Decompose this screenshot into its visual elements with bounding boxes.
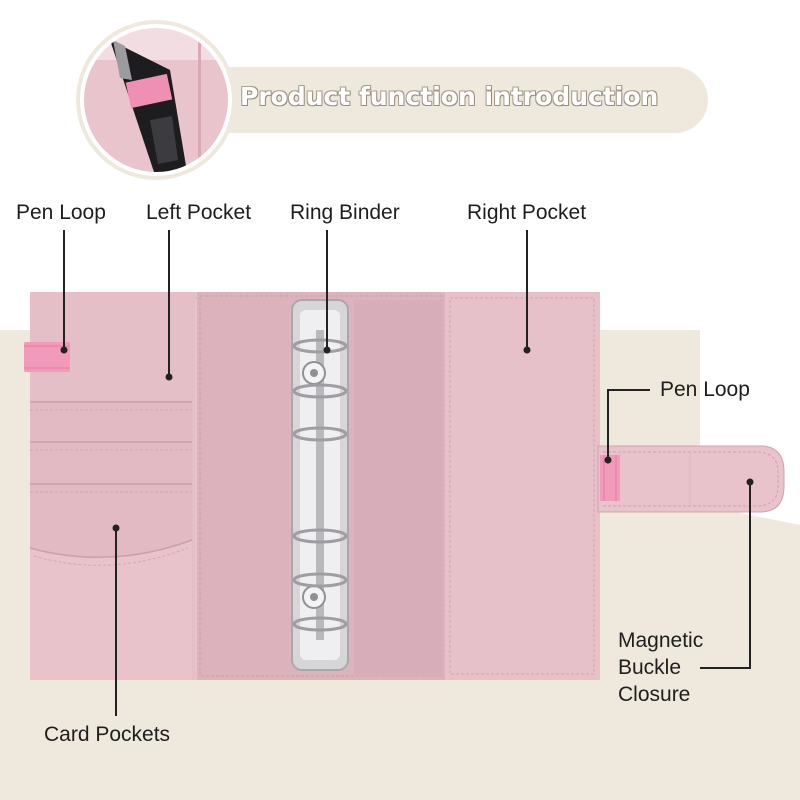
- title-banner: [110, 67, 708, 133]
- magnetic-buckle-strap: [597, 445, 785, 513]
- label-pen-loop-right: Pen Loop: [660, 378, 750, 401]
- inset-circle-border: [80, 24, 232, 176]
- callout-dots: [60, 346, 754, 532]
- label-card-pockets: Card Pockets: [44, 723, 171, 746]
- background-beige-left: [0, 330, 30, 800]
- label-ring-binder: Ring Binder: [290, 201, 400, 224]
- label-pen-loop-left: Pen Loop: [16, 201, 106, 224]
- card-pockets: [29, 400, 193, 680]
- ring-binder-mechanism: [291, 299, 349, 671]
- pen-loop-left-strap: [24, 342, 70, 372]
- label-buckle: Buckle: [618, 656, 682, 679]
- label-right-pocket: Right Pocket: [467, 201, 587, 224]
- right-pocket-panel: [445, 292, 600, 680]
- product-function-title: Product function introduction: [240, 82, 659, 111]
- label-left-pocket: Left Pocket: [146, 201, 252, 224]
- callout-lines: [63, 230, 751, 716]
- label-closure: Closure: [618, 683, 691, 706]
- label-magnetic: Magnetic: [618, 629, 704, 652]
